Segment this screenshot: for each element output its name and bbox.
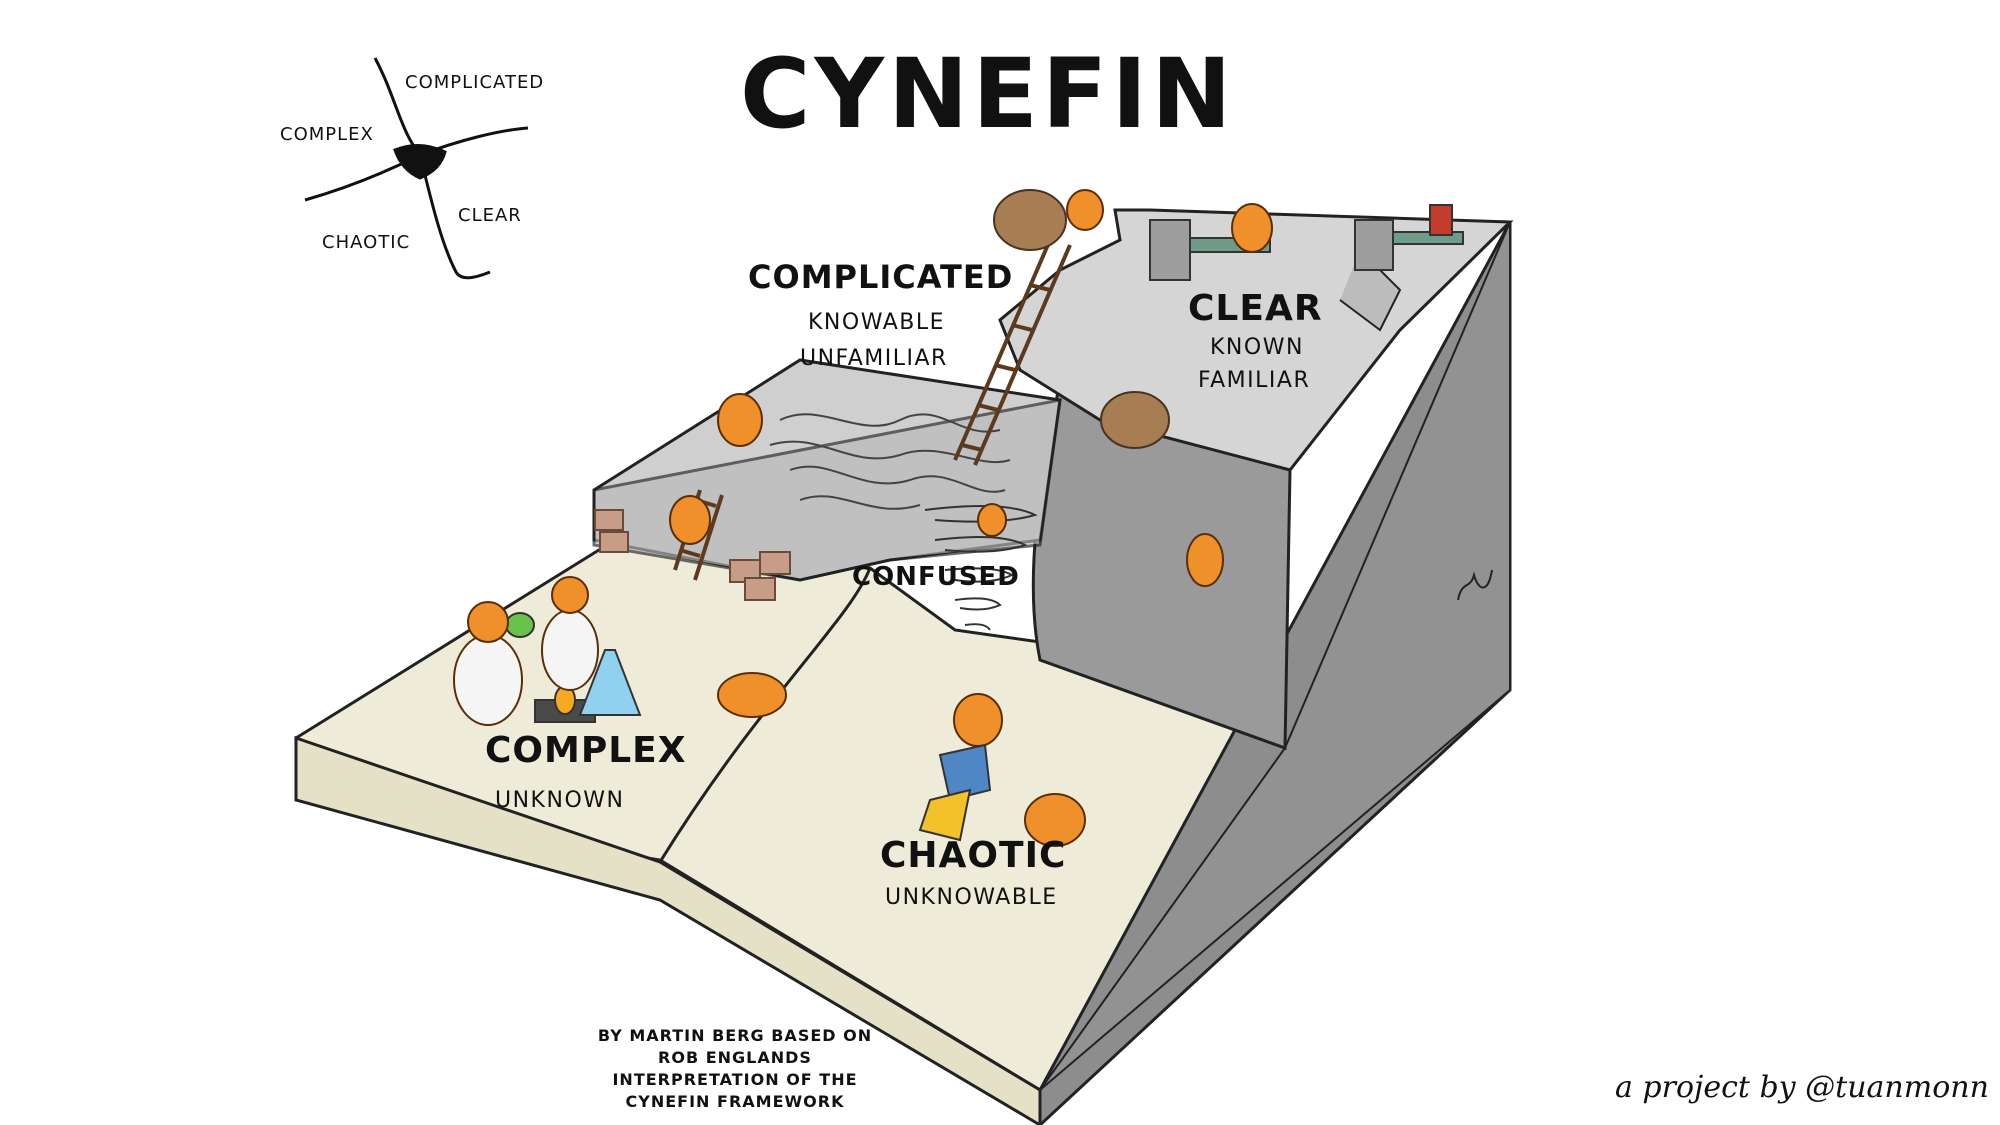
zone-complicated-line2: UNFAMILIAR — [800, 346, 948, 371]
mini-label-complex: COMPLEX — [280, 124, 374, 145]
zone-confused-title: CONFUSED — [852, 562, 1020, 592]
creature-chaos-1 — [953, 693, 1003, 747]
creature-scientist-1-head — [467, 601, 509, 643]
creature-tornado — [977, 503, 1007, 537]
creature-clear-worker — [1231, 203, 1273, 253]
creature-scientist-1 — [453, 634, 523, 726]
zone-chaotic-title: CHAOTIC — [880, 835, 1067, 876]
creature-chaos-2 — [1024, 793, 1086, 847]
page-title: CYNEFIN — [740, 38, 1236, 150]
mini-cynefin-map — [304, 57, 529, 280]
creature-ladder-low — [669, 495, 711, 545]
creature-scientist-2 — [541, 609, 599, 691]
confused-tornado — [924, 505, 1038, 631]
lab-equipment — [505, 612, 642, 723]
zone-clear-line2: FAMILIAR — [1198, 368, 1311, 393]
mini-label-clear: CLEAR — [458, 205, 522, 226]
creature-ladder-top — [1066, 189, 1104, 231]
zone-complex-line1: UNKNOWN — [495, 788, 625, 813]
sand-base — [294, 538, 1288, 1125]
mini-label-complicated: COMPLICATED — [405, 72, 545, 93]
artist-signature — [1457, 569, 1493, 601]
bricks — [594, 509, 791, 601]
credit-text: BY MARTIN BERG BASED ON ROB ENGLANDS INT… — [590, 1025, 880, 1113]
creature-thinking — [717, 393, 763, 447]
creature-falling — [1186, 533, 1224, 587]
credit-line-3: INTERPRETATION OF THE — [612, 1070, 858, 1089]
cliff-side — [1031, 221, 1512, 1125]
zone-clear-line1: KNOWN — [1210, 335, 1304, 360]
ladder-to-clear — [953, 239, 1072, 466]
zone-complicated-title: COMPLICATED — [748, 258, 1014, 296]
creature-jumping — [717, 672, 787, 718]
credit-line-2: ROB ENGLANDS — [658, 1048, 812, 1067]
creatures — [453, 189, 1273, 847]
sacks — [993, 189, 1170, 449]
credit-line-4: CYNEFIN FRAMEWORK — [625, 1092, 845, 1111]
byline: a project by @tuanmonn — [1615, 1070, 1989, 1105]
credit-line-1: BY MARTIN BERG BASED ON — [597, 1026, 873, 1045]
mini-label-chaotic: CHAOTIC — [322, 232, 411, 253]
zone-complicated-line1: KNOWABLE — [808, 310, 946, 335]
zone-complex-title: COMPLEX — [485, 730, 687, 771]
factory-machines — [1149, 204, 1464, 281]
chaos-bucket — [918, 743, 992, 842]
creature-scientist-2-head — [551, 576, 589, 614]
zone-clear-title: CLEAR — [1188, 288, 1323, 329]
zone-chaotic-line1: UNKNOWABLE — [885, 885, 1058, 910]
